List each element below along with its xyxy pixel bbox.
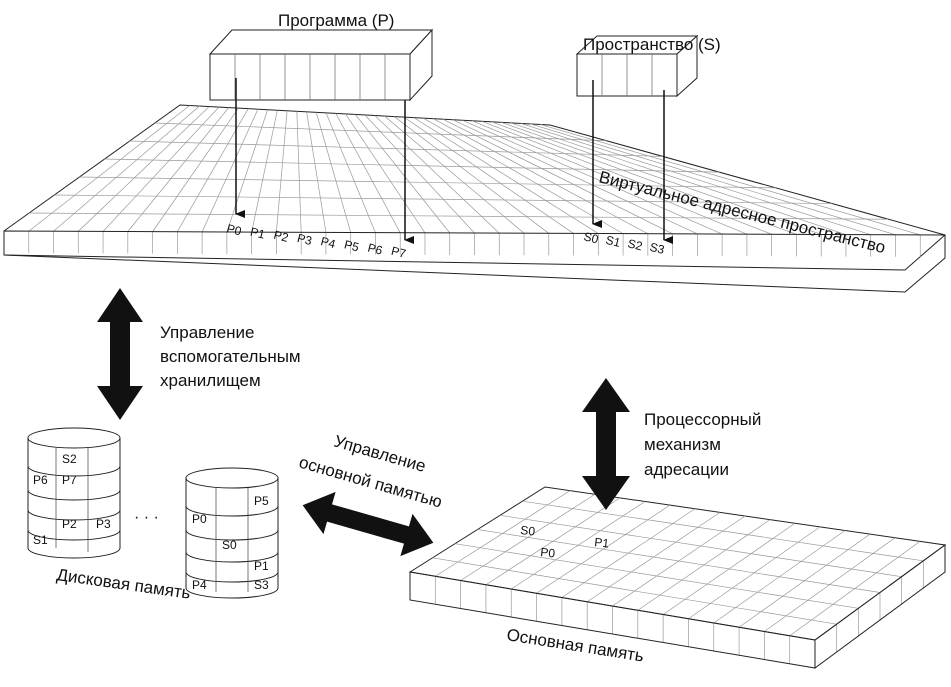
space-segment-s0: S0 <box>582 229 600 246</box>
disk-memory-label: Дисковая память <box>55 565 191 603</box>
disk-1-cell-p2: P2 <box>62 517 77 531</box>
program-page-p0: P0 <box>225 221 243 238</box>
aux-storage-label-3: хранилищем <box>160 371 261 390</box>
aux-storage-label-2: вспомогательным <box>160 347 301 366</box>
main-memory-slab: S0 P0 P1 <box>408 486 947 669</box>
space-label: Пространство (S) <box>583 35 721 54</box>
disk-2-cell-p1: P1 <box>254 559 269 573</box>
aux-storage-double-arrow <box>97 288 143 420</box>
space-segment-s1: S1 <box>604 233 622 250</box>
ellipsis: · · · <box>134 509 159 526</box>
space-strip <box>575 34 699 98</box>
disk-1-cell-p3: P3 <box>96 517 111 531</box>
disk-2-cell-s3: S3 <box>254 578 269 592</box>
disk-1-cell-p7: P7 <box>62 473 77 487</box>
disk-1-cell-p6: P6 <box>33 473 48 487</box>
program-pages: P0 P1 P2 P3 P4 P5 P6 P7 <box>225 221 407 261</box>
program-page-p1: P1 <box>249 225 267 242</box>
disk-2-cell-p0: P0 <box>192 512 207 526</box>
processor-mech-label-3: адресации <box>644 460 729 479</box>
main-cell-p1: P1 <box>594 535 610 550</box>
main-cell-s0: S0 <box>520 523 536 538</box>
disk-2-cell-s0: S0 <box>222 538 237 552</box>
program-strip <box>208 28 434 102</box>
virtual-address-space-slab <box>3 104 947 293</box>
disk-2-cell-p5: P5 <box>254 494 269 508</box>
program-label: Программа (P) <box>278 11 394 30</box>
disk-1-cell-s1: S1 <box>33 533 48 547</box>
disk-2 <box>185 467 279 599</box>
processor-mechanism-double-arrow <box>582 378 630 510</box>
main-memory-mgmt-double-arrow <box>302 491 434 557</box>
space-segment-s3: S3 <box>648 240 666 257</box>
program-page-p6: P6 <box>366 241 384 258</box>
disk-1-cell-s2: S2 <box>62 452 77 466</box>
program-page-p4: P4 <box>319 234 337 251</box>
program-page-p2: P2 <box>272 228 290 245</box>
program-page-p5: P5 <box>343 237 361 254</box>
main-slab-side <box>814 544 946 669</box>
program-page-p7: P7 <box>390 244 408 261</box>
disk-2-cell-p4: P4 <box>192 578 207 592</box>
processor-mech-label-2: механизм <box>644 435 721 454</box>
processor-mech-label-1: Процессорный <box>644 410 761 429</box>
main-memory-label: Основная память <box>505 625 645 665</box>
aux-storage-label-1: Управление <box>160 323 255 342</box>
space-segment-s2: S2 <box>626 236 644 253</box>
virtual-slab-front <box>3 230 946 293</box>
main-cell-p0: P0 <box>540 545 556 560</box>
disk-1 <box>27 427 121 559</box>
program-page-p3: P3 <box>296 231 314 248</box>
